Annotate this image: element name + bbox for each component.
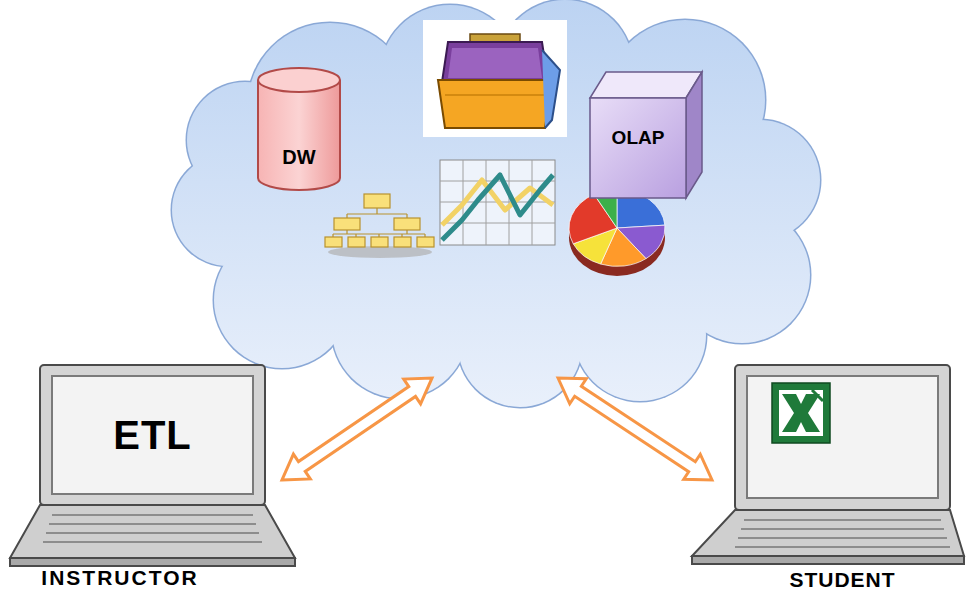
laptop-student-node: STUDENT (735, 365, 950, 590)
shape-label: DW (258, 140, 340, 174)
org-chart-icon (325, 194, 434, 258)
laptop-instructor-node: ETLINSTRUCTOR (52, 376, 253, 591)
line-chart-icon (440, 160, 555, 245)
pie-chart-icon (569, 190, 665, 276)
screen-label: ETL (52, 376, 253, 494)
cloud-fill (172, 0, 820, 407)
double-arrow (282, 378, 712, 480)
cloud-outline (171, 0, 822, 409)
laptop-student (692, 365, 964, 564)
database-label: DW (258, 140, 340, 174)
olap-label: OLAP (590, 120, 686, 156)
olap-cube (590, 72, 702, 198)
spreadsheet-icon (772, 383, 830, 443)
database-cylinder (258, 68, 340, 190)
laptop-instructor (10, 365, 295, 566)
toolbox-icon (423, 20, 567, 137)
shape-label: OLAP (590, 120, 686, 156)
role-label: STUDENT (735, 568, 950, 592)
role-label: INSTRUCTOR (28, 566, 212, 590)
